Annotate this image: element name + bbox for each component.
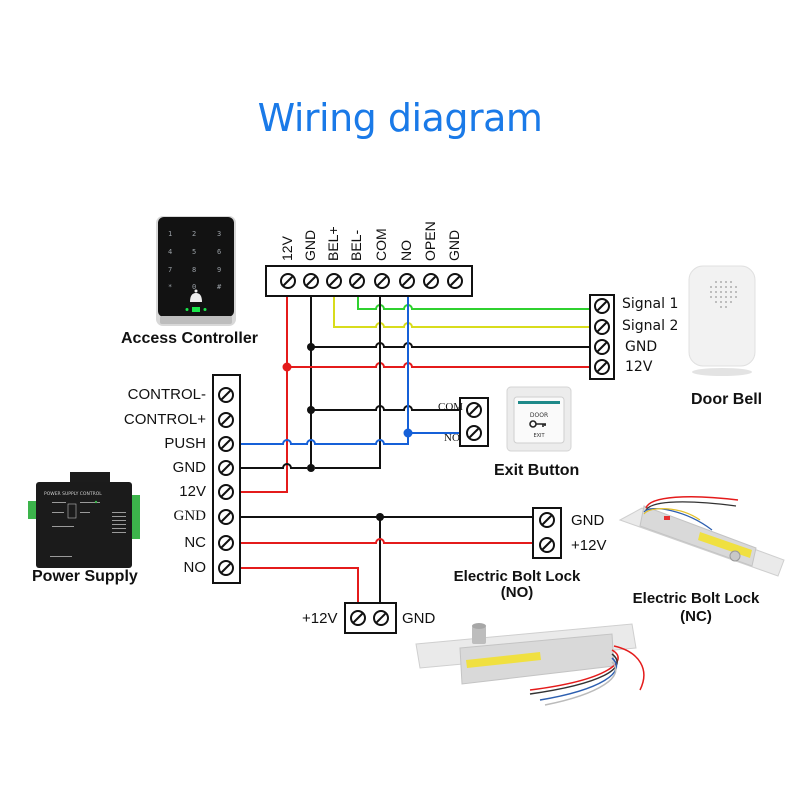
junction-dot <box>307 406 315 414</box>
controller-terminal-block <box>265 265 473 297</box>
exit-face-top: DOOR <box>530 412 548 419</box>
wire-red-12v-doorbell <box>287 362 590 368</box>
wire-green-bel-signal1 <box>357 296 590 310</box>
wire-yellow-bel-signal2 <box>333 296 590 328</box>
bolt-lock-no-label-line1: Electric Bolt Lock <box>453 568 581 585</box>
access-controller-device: 1 2 3 4 5 6 7 8 9 * 0 # <box>156 216 236 326</box>
controller-terminal-label: BEL+ <box>325 226 341 261</box>
doorbell-terminal-label: Signal 1 <box>622 296 679 312</box>
keypad-key: 6 <box>217 248 221 256</box>
junction-dot <box>403 428 413 438</box>
controller-terminal-label: COM <box>373 228 389 261</box>
exit-terminal-label: COM <box>438 401 464 413</box>
bolt-lock-nc-label-line2: (NC) <box>680 608 712 625</box>
junction-dot <box>307 343 315 351</box>
bolt-lock-nc-device <box>415 623 645 706</box>
status-led-icon <box>192 307 200 312</box>
junction-dot <box>376 513 384 521</box>
keypad-key: 3 <box>217 230 221 238</box>
keypad-key: * <box>168 283 172 291</box>
exit-button-device: DOOR EXIT <box>506 386 572 452</box>
power-supply-terminal-label: NC <box>184 534 206 551</box>
power-supply-terminal-label: GND <box>173 508 207 524</box>
controller-terminal-label: 12V <box>279 236 295 261</box>
exit-terminal-label: NO <box>444 432 460 444</box>
power-supply-device-text: POWER SUPPLY CONTROL <box>44 491 102 497</box>
controller-terminal-label: GND <box>446 229 462 261</box>
bolt-no-terminal-block <box>532 507 562 559</box>
exit-button-label: Exit Button <box>494 462 580 479</box>
doorbell-terminal-label: Signal 2 <box>622 318 679 334</box>
doorbell-terminal-label: 12V <box>625 359 653 375</box>
bolt-lock-nc-label-line1: Electric Bolt Lock <box>632 590 760 607</box>
door-bell-label: Door Bell <box>691 391 763 408</box>
wire-black-ps-gnd-bolt <box>240 516 533 603</box>
power-supply-device: POWER SUPPLY CONTROL <box>28 472 140 568</box>
keypad-key: 7 <box>168 266 172 274</box>
controller-terminal-label: OPEN <box>422 221 438 261</box>
keypad-key: 9 <box>217 266 221 274</box>
exit-face-bottom: EXIT <box>533 433 545 439</box>
wire-red-nc-bolt <box>240 538 533 544</box>
wire-black-com-vertical <box>240 296 381 469</box>
keypad-key: 5 <box>192 248 196 256</box>
power-supply-terminal-block <box>212 374 241 584</box>
wire-red-no-bolt <box>240 567 359 603</box>
junction-dot <box>282 362 292 372</box>
power-supply-terminal-label: NO <box>183 559 207 576</box>
keypad-key: 0 <box>192 283 196 291</box>
speaker-grille-icon <box>710 281 737 308</box>
bolt-no-terminal-label: GND <box>571 512 605 529</box>
power-supply-terminal-label: GND <box>172 459 206 476</box>
controller-terminal-label: NO <box>398 240 414 261</box>
access-controller-label: Access Controller <box>121 330 258 347</box>
bolt-no-terminal-label: +12V <box>571 537 607 554</box>
exit-button-terminal-block <box>459 397 489 447</box>
bolt-lock-nc-label: Electric Bolt Lock (NC) <box>620 590 772 626</box>
door-bell-device <box>688 265 756 376</box>
controller-terminal-label: BEL- <box>348 229 364 261</box>
bolt-nc-terminal-block <box>344 602 397 634</box>
bolt-lock-no-label-line2: (NO) <box>500 584 534 601</box>
diagram-title: Wiring diagram <box>257 96 543 140</box>
key-icon <box>529 420 546 428</box>
junction-dot <box>307 464 315 472</box>
power-supply-terminal-label: CONTROL+ <box>123 411 206 428</box>
wire-blue-push <box>240 433 409 445</box>
wire-black-exit-com <box>311 405 460 411</box>
wire-red-12v-vertical <box>240 296 288 493</box>
power-supply-terminal-label: 12V <box>179 483 206 500</box>
power-supply-label: Power Supply <box>32 568 138 585</box>
power-supply-terminal-label: CONTROL- <box>127 386 206 403</box>
bolt-lock-no-label: Electric Bolt Lock (NO) <box>444 569 590 601</box>
keypad-key: 2 <box>192 230 196 238</box>
keypad-key: 1 <box>168 230 172 238</box>
bell-icon <box>190 293 202 302</box>
keypad-key: 8 <box>192 266 196 274</box>
keypad-key: # <box>217 283 222 291</box>
bolt-nc-terminal-label: +12V <box>302 610 338 627</box>
wire-black-gnd-doorbell <box>311 342 590 348</box>
doorbell-terminal-block <box>589 294 615 380</box>
doorbell-terminal-label: GND <box>625 339 658 355</box>
bolt-nc-terminal-label: GND <box>402 610 436 627</box>
keypad-key: 4 <box>168 248 172 256</box>
controller-terminal-label: GND <box>302 229 318 261</box>
power-supply-terminal-label: PUSH <box>164 435 206 452</box>
bolt-lock-no-device <box>618 495 785 577</box>
